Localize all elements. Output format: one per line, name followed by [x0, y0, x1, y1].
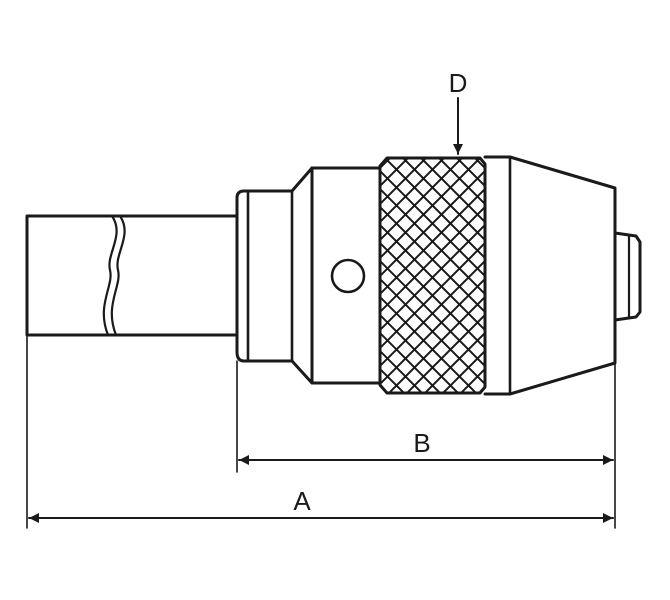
knurl-line: [380, 386, 485, 393]
knurl-line: [380, 278, 485, 385]
knurl-line: [380, 477, 485, 582]
knurl-line: [380, 224, 485, 331]
knurl-line: [380, 405, 485, 510]
knurl-line: [380, 158, 485, 259]
nose-cone: [483, 155, 617, 396]
knurl-line: [380, 441, 485, 546]
knurl-line: [380, 158, 485, 223]
extension-lines: [26, 334, 616, 529]
knurl-line: [380, 441, 485, 546]
knurl-line: [380, 45, 485, 150]
knurl-line: [380, 495, 485, 600]
knurl-line: [380, 386, 485, 393]
knurl-line: [380, 158, 485, 241]
knurl-line: [380, 242, 485, 349]
knurl-line: [380, 350, 485, 393]
dimension-d-label: D: [449, 68, 468, 98]
knurl-line: [380, 158, 485, 187]
knurl-line: [380, 332, 485, 393]
shank: [25, 214, 239, 337]
knurled-sleeve: [378, 45, 487, 600]
knurl-line: [380, 296, 485, 393]
jaw-tip: [613, 231, 642, 322]
dimension-b-label: B: [413, 428, 430, 458]
knurl-line: [380, 158, 485, 187]
knurl-line: [380, 368, 485, 393]
knurl-line: [380, 188, 485, 295]
rear-collar: [235, 189, 294, 363]
knurl-line: [380, 350, 485, 393]
knurl-line: [380, 260, 485, 367]
knurl-line: [380, 459, 485, 564]
knurl-line: [380, 368, 485, 393]
knurl-line: [380, 423, 485, 528]
knurl-line: [380, 477, 485, 582]
chuck-body: [290, 166, 382, 385]
knurl-line: [380, 45, 485, 150]
knurl-line: [380, 158, 485, 205]
knurl-line: [380, 423, 485, 528]
knurl-line: [380, 405, 485, 510]
knurl-line: [380, 459, 485, 564]
knurl-line: [380, 158, 485, 169]
key-hole: [330, 258, 366, 294]
knurl-line: [380, 158, 485, 205]
knurl-line: [380, 206, 485, 313]
knurl-line: [380, 314, 485, 393]
dimension-a-label: A: [293, 486, 311, 516]
knurl-line: [380, 495, 485, 600]
knurl-line: [380, 170, 485, 277]
knurl-line: [380, 158, 485, 169]
